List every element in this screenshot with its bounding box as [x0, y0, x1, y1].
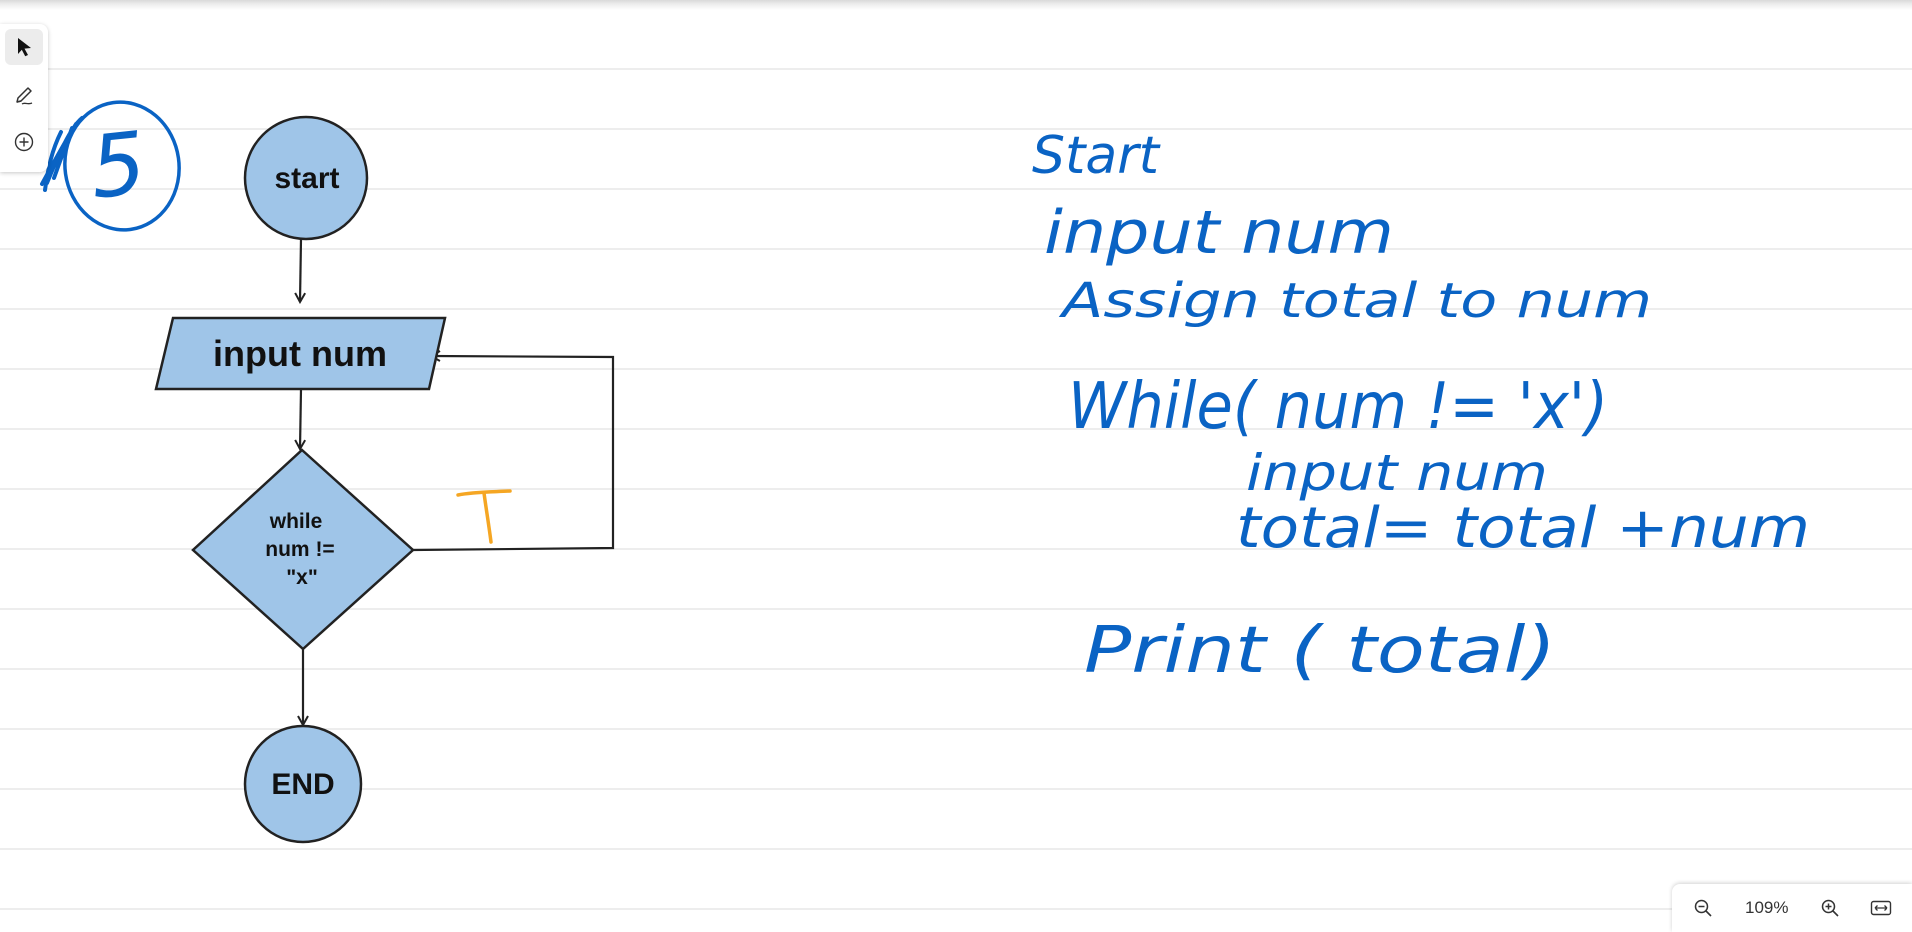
connector-start-to-input: [300, 238, 301, 302]
add-tool-button[interactable]: [5, 124, 43, 160]
fit-width-icon: [1870, 900, 1891, 916]
loop-true-label: [456, 489, 512, 544]
zoom-level[interactable]: 109%: [1745, 898, 1789, 917]
question-number: 5: [86, 113, 151, 218]
input-parallelogram[interactable]: [154, 316, 447, 391]
decision-label-line-1: while: [269, 510, 323, 533]
top-edge-shadow: [0, 0, 1912, 10]
pseudocode-line-loop-input: input num: [1246, 444, 1548, 502]
pseudocode-line-total: total= total +num: [1236, 496, 1810, 561]
zoom-out-icon: [1695, 899, 1712, 917]
decision-label-line-3: "x": [286, 566, 318, 589]
pseudocode-line-start: Start: [1032, 126, 1161, 186]
pointer-arrow-icon: [18, 37, 31, 57]
zoom-in-button[interactable]: [1813, 891, 1847, 925]
select-tool-button[interactable]: [5, 29, 43, 65]
zoom-in-icon: [1822, 899, 1839, 917]
zoom-controls: 109%: [1672, 884, 1912, 932]
decision-label-line-2: num !=: [265, 538, 334, 561]
start-terminal[interactable]: [243, 115, 369, 241]
pen-icon: [16, 86, 33, 105]
pseudocode-line-input: input num: [1044, 198, 1394, 268]
input-label: input num: [213, 333, 387, 374]
fit-width-button[interactable]: [1864, 891, 1898, 925]
add-circle-icon: [14, 132, 34, 152]
pen-tool-button[interactable]: [5, 77, 43, 113]
tool-palette: [0, 24, 48, 172]
zoom-out-button[interactable]: [1686, 891, 1720, 925]
decision-diamond[interactable]: [191, 448, 415, 651]
question-number-annotation: [40, 100, 181, 232]
end-label: END: [271, 768, 334, 801]
connector-input-to-decision: [300, 388, 301, 449]
start-label: start: [274, 162, 339, 195]
pseudocode-line-assign: Assign total to num: [1058, 273, 1652, 329]
pseudocode-line-while: While( num != 'x'): [1068, 370, 1608, 444]
connector-loop-back: [412, 356, 615, 552]
pseudocode-line-print: Print ( total): [1084, 614, 1556, 688]
end-terminal[interactable]: [243, 724, 363, 844]
